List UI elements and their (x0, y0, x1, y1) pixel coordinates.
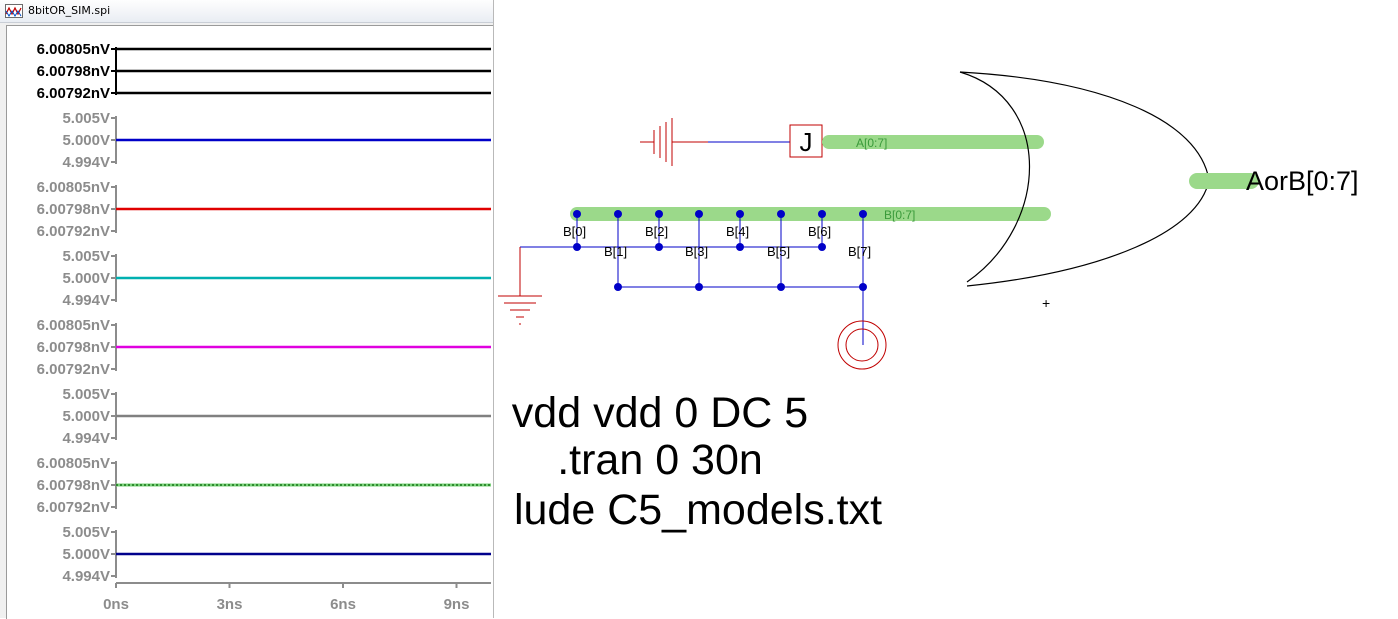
y-tick-label: 6.00792nV (37, 499, 110, 516)
y-tick-label: 4.994V (62, 430, 110, 447)
x-tick-label: 9ns (444, 596, 470, 613)
wire-junction[interactable] (655, 243, 663, 251)
tap-junction[interactable] (655, 210, 663, 218)
directive-vdd[interactable]: vdd vdd 0 DC 5 (512, 389, 808, 437)
directive-tran[interactable]: .tran 0 30n (557, 436, 763, 484)
y-tick-label: 6.00792nV (37, 361, 110, 378)
waveform-file-icon (5, 4, 23, 18)
tap-label: B[3] (685, 244, 708, 259)
y-tick-label: 6.00805nV (37, 41, 110, 58)
component-j-box[interactable] (789, 124, 823, 158)
wire-junction[interactable] (614, 283, 622, 291)
y-tick-label: 6.00798nV (37, 477, 110, 494)
x-axis: 0ns 3ns 6ns 9ns (103, 582, 491, 613)
y-tick-label: 4.994V (62, 568, 110, 585)
wire-junction[interactable] (818, 243, 826, 251)
tap-label: B[0] (563, 224, 586, 239)
tap-junction[interactable] (573, 210, 581, 218)
y-tick-label: 5.000V (62, 546, 110, 563)
x-tick-label: 0ns (103, 596, 129, 613)
y-tick-label: 6.00798nV (37, 201, 110, 218)
x-tick-label: 3ns (217, 596, 243, 613)
schematic-canvas[interactable]: J A[0:7] B[0:7] + AorB[0:7] B[0] B[1] B[2]… (494, 0, 1398, 618)
y-tick-label: 6.00792nV (37, 223, 110, 240)
y-tick-label: 5.005V (62, 524, 110, 541)
y-tick-label: 5.000V (62, 132, 110, 149)
tap-junction[interactable] (695, 210, 703, 218)
directive-include[interactable]: lude C5_models.txt (514, 486, 882, 534)
tap-junction[interactable] (736, 210, 744, 218)
wire-junction[interactable] (736, 243, 744, 251)
waveform-plot-area[interactable] (6, 25, 493, 619)
tap-network[interactable]: B[0] B[1] B[2] B[3] B[4] B[5] B[6] B[7] (520, 210, 871, 345)
trace-pane-1[interactable]: 5.005V 5.000V 4.994V (62, 110, 491, 171)
waveform-plot[interactable]: 6.00805nV 6.00798nV 6.00792nV 5.005V 5.000V 4… (0, 0, 494, 618)
tap-junction[interactable] (859, 210, 867, 218)
cursor-crosshair: + (1042, 295, 1050, 311)
cell-symbol-left[interactable] (640, 118, 708, 166)
tap-label: B[7] (848, 244, 871, 259)
y-tick-label: 4.994V (62, 154, 110, 171)
trace-pane-4[interactable]: 6.00805nV 6.00798nV 6.00792nV (37, 317, 491, 378)
trace-pane-0[interactable]: 6.00805nV 6.00798nV 6.00792nV (37, 41, 491, 102)
trace-pane-6[interactable]: 6.00805nV 6.00798nV 6.00792nV (37, 455, 491, 516)
tap-label: B[5] (767, 244, 790, 259)
wire-junction[interactable] (695, 283, 703, 291)
trace-pane-5[interactable]: 5.005V 5.000V 4.994V (62, 386, 491, 447)
y-tick-label: 5.005V (62, 386, 110, 403)
bus-a[interactable]: A[0:7] (822, 135, 1044, 150)
component-j-label: J (800, 127, 813, 157)
bus-b-label: B[0:7] (884, 208, 915, 222)
x-tick-label: 6ns (330, 596, 356, 613)
bus-b[interactable]: B[0:7] (570, 207, 1051, 222)
waveform-window[interactable]: 8bitOR_SIM.spi (0, 0, 494, 619)
or-gate[interactable] (959, 71, 1210, 287)
bus-a-label: A[0:7] (856, 136, 887, 150)
wire-junction[interactable] (777, 283, 785, 291)
tap-label: B[6] (808, 224, 831, 239)
y-tick-label: 5.005V (62, 248, 110, 265)
y-tick-label: 6.00805nV (37, 317, 110, 334)
window-title: 8bitOR_SIM.spi (28, 4, 111, 17)
y-tick-label: 5.000V (62, 408, 110, 425)
y-tick-label: 6.00798nV (37, 63, 110, 80)
trace-pane-2[interactable]: 6.00805nV 6.00798nV 6.00792nV (37, 179, 491, 240)
tap-junction[interactable] (818, 210, 826, 218)
y-tick-label: 6.00805nV (37, 455, 110, 472)
tap-label: B[4] (726, 224, 749, 239)
output-bus[interactable]: AorB[0:7] (1189, 166, 1359, 196)
y-tick-label: 4.994V (62, 292, 110, 309)
wire-junction[interactable] (859, 283, 867, 291)
trace-pane-7[interactable]: 5.005V 5.000V 4.994V (62, 524, 491, 585)
tap-label: B[2] (645, 224, 668, 239)
source-symbol[interactable] (837, 320, 887, 370)
ground-symbol[interactable] (498, 247, 542, 325)
y-tick-label: 6.00792nV (37, 85, 110, 102)
trace-pane-3[interactable]: 5.005V 5.000V 4.994V (62, 248, 491, 309)
window-title-bar[interactable]: 8bitOR_SIM.spi (0, 0, 493, 23)
tap-junction[interactable] (614, 210, 622, 218)
tap-label: B[1] (604, 244, 627, 259)
wire-junction[interactable] (573, 243, 581, 251)
y-tick-label: 5.000V (62, 270, 110, 287)
y-tick-label: 6.00798nV (37, 339, 110, 356)
output-label: AorB[0:7] (1246, 166, 1359, 196)
y-tick-label: 5.005V (62, 110, 110, 127)
y-tick-label: 6.00805nV (37, 179, 110, 196)
tap-junction[interactable] (777, 210, 785, 218)
